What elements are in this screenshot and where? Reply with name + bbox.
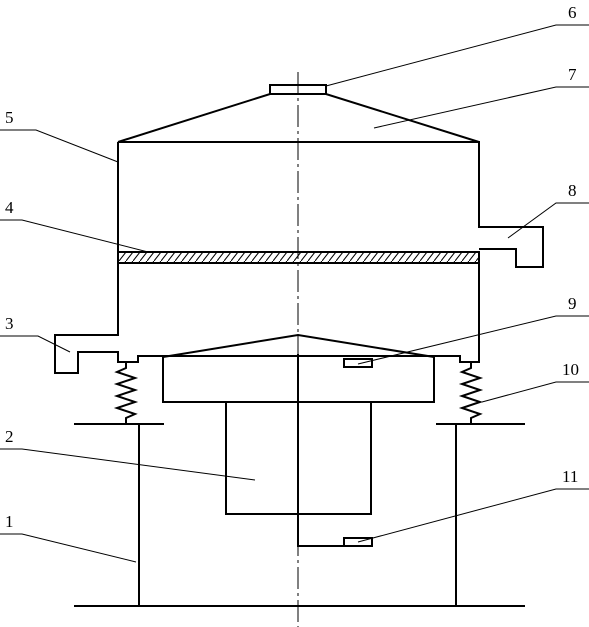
label-7: 7 [568,65,577,84]
leader-7 [373,86,589,129]
leader-9 [357,315,589,365]
screen-mesh [117,251,480,264]
upper-eccentric-weight [343,358,373,368]
lower-frame [54,263,480,374]
label-1: 1 [5,512,14,531]
motor-housing [162,333,435,403]
leader-5 [0,129,119,163]
label-8: 8 [568,181,577,200]
leader-11 [357,488,589,543]
label-5: 5 [5,108,14,127]
label-2: 2 [5,427,14,446]
label-9: 9 [568,294,577,313]
label-3: 3 [5,314,14,333]
label-4: 4 [5,198,14,217]
leader-8 [507,202,589,239]
upper-frame [118,141,544,268]
leader-4 [0,219,149,253]
label-6: 6 [568,3,577,22]
spring-right [458,362,484,424]
feed-inlet [269,84,327,95]
leader-1 [0,533,137,563]
label-11: 11 [562,467,578,486]
eccentric-shaft [297,354,344,547]
leader-2 [0,448,256,481]
lower-eccentric-weight [343,537,373,547]
leader-6 [325,24,589,87]
spring-left [113,362,139,424]
label-10: 10 [562,360,579,379]
leader-3 [0,335,71,353]
leader-10 [481,381,589,403]
